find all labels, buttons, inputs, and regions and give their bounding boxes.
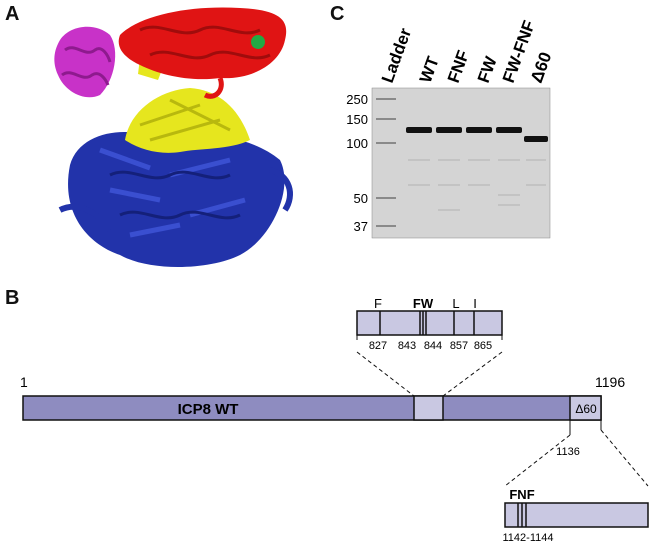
band-fnf bbox=[436, 127, 462, 133]
inset-pos-827: 827 bbox=[369, 340, 387, 352]
upper-inset-box bbox=[356, 310, 503, 336]
fnf-range-label: 1142-1144 bbox=[503, 532, 554, 544]
delta60-start-label: 1136 bbox=[556, 446, 580, 458]
marker-150: 150 bbox=[346, 112, 368, 127]
n-terminal-domain bbox=[54, 26, 116, 98]
fnf-motif-label: FNF bbox=[509, 487, 534, 502]
gel-lane-labels: Ladder WT FNF FW FW-FNF Δ60 bbox=[378, 18, 556, 85]
panel-a-label: A bbox=[5, 3, 20, 25]
lower-inset-box bbox=[504, 502, 649, 528]
marker-50: 50 bbox=[354, 191, 368, 206]
highlighted-region bbox=[413, 395, 444, 421]
lane-label-fw: FW bbox=[474, 53, 501, 85]
band-delta60 bbox=[524, 136, 548, 142]
inset-residue-l: L bbox=[452, 296, 459, 311]
ladder-bands bbox=[376, 98, 396, 227]
inset-residue-f: F bbox=[374, 296, 382, 311]
inset-pos-843: 843 bbox=[398, 340, 416, 352]
delta60-region bbox=[569, 395, 602, 421]
lane-label-delta60: Δ60 bbox=[527, 50, 556, 86]
marker-labels: 250 150 100 50 37 bbox=[346, 92, 368, 234]
inset-pos-865: 865 bbox=[474, 340, 492, 352]
protein-bands bbox=[406, 127, 548, 142]
delta60-label: Δ60 bbox=[575, 402, 597, 416]
lower-inset: FNF 1142-1144 bbox=[503, 487, 649, 544]
protein-name-label: ICP8 WT bbox=[178, 401, 239, 418]
residue-end-label: 1196 bbox=[595, 374, 625, 390]
inset-pos-857: 857 bbox=[450, 340, 468, 352]
inset-residue-fw: FW bbox=[413, 296, 434, 311]
lane-label-wt: WT bbox=[416, 53, 443, 85]
band-fw-fnf bbox=[496, 127, 522, 133]
body-domain bbox=[58, 132, 293, 268]
band-wt bbox=[406, 127, 432, 133]
gel-panel: Ladder WT FNF FW FW-FNF Δ60 250 150 100 … bbox=[346, 18, 556, 239]
band-fw bbox=[466, 127, 492, 133]
inset-pos-844: 844 bbox=[424, 340, 442, 352]
lane-label-ladder: Ladder bbox=[378, 25, 415, 85]
protein-structure-illustration bbox=[54, 7, 293, 268]
panel-c-label: C bbox=[330, 3, 345, 25]
background-bands bbox=[408, 159, 546, 211]
ligand-sphere bbox=[251, 35, 265, 49]
marker-250: 250 bbox=[346, 92, 368, 107]
inset-residue-i: I bbox=[473, 296, 477, 311]
head-domain bbox=[118, 7, 287, 99]
panel-b-label: B bbox=[5, 287, 20, 309]
residue-start-label: 1 bbox=[20, 374, 28, 390]
marker-37: 37 bbox=[354, 219, 368, 234]
domain-map: F FW L I 827 843 844 857 865 1 1196 ICP8… bbox=[20, 296, 649, 544]
marker-100: 100 bbox=[346, 136, 368, 151]
gel-image bbox=[372, 88, 550, 238]
lane-label-fnf: FNF bbox=[444, 48, 473, 86]
icp8-wt-bar bbox=[22, 395, 602, 421]
upper-inset: F FW L I 827 843 844 857 865 bbox=[356, 296, 503, 352]
